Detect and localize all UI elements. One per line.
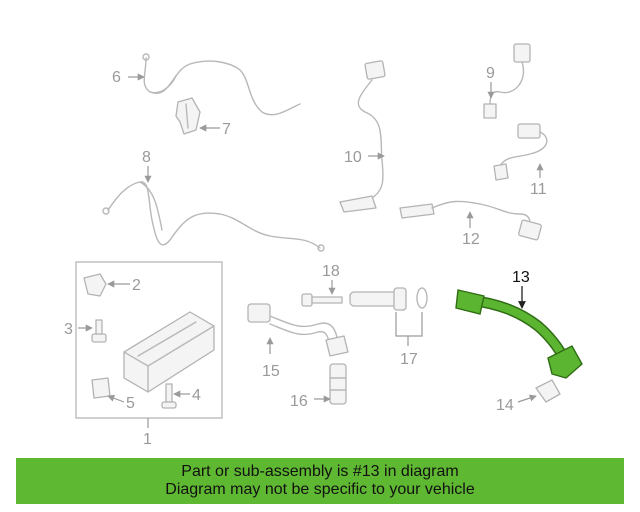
part-9-oxygen-sensor[interactable] xyxy=(483,43,531,119)
callout-15: 15 xyxy=(262,363,280,380)
callout-2: 2 xyxy=(132,277,141,294)
callout-5: 5 xyxy=(126,395,135,412)
callout-10: 10 xyxy=(344,149,362,166)
part-11-sensor[interactable] xyxy=(493,123,548,181)
callout-14: 14 xyxy=(496,397,514,414)
callout-12: 12 xyxy=(462,231,480,248)
highlight-notice-banner: Part or sub-assembly is #13 in diagram D… xyxy=(16,458,624,504)
banner-line-1: Part or sub-assembly is #13 in diagram xyxy=(181,463,459,480)
callout-6: 6 xyxy=(112,69,121,86)
part-3-bolt[interactable] xyxy=(91,319,107,343)
part-2-bracket[interactable] xyxy=(83,273,107,297)
part-6-wire-harness[interactable] xyxy=(142,53,301,116)
part-4-bolt[interactable] xyxy=(161,383,177,409)
part-12-sensor[interactable] xyxy=(399,200,542,241)
part-10-sensor[interactable] xyxy=(339,60,386,213)
callout-1: 1 xyxy=(143,431,152,448)
callout-8: 8 xyxy=(142,149,151,166)
callout-3: 3 xyxy=(64,321,73,338)
part-14-connector[interactable] xyxy=(535,379,561,403)
callout-16: 16 xyxy=(290,393,308,410)
part-5-valve[interactable] xyxy=(91,377,111,399)
callout-7: 7 xyxy=(222,121,231,138)
part-17-connector[interactable] xyxy=(349,287,428,311)
part-8-wire[interactable] xyxy=(102,181,325,252)
callout-11: 11 xyxy=(530,181,547,198)
part-13-highlighted-hose[interactable] xyxy=(455,289,583,379)
part-18-bolt[interactable] xyxy=(301,293,343,307)
callout-18: 18 xyxy=(322,263,340,280)
callout-13: 13 xyxy=(512,269,530,286)
exploded-parts-diagram: 6 7 8 10 9 11 12 xyxy=(64,43,583,448)
callout-17: 17 xyxy=(400,351,418,368)
part-15-hose[interactable] xyxy=(247,303,349,357)
banner-line-2: Diagram may not be specific to your vehi… xyxy=(165,481,475,498)
part-7-bracket[interactable] xyxy=(175,97,201,135)
vapor-canister[interactable] xyxy=(123,311,215,393)
assembly-1-box xyxy=(75,261,223,419)
callout-9: 9 xyxy=(486,65,495,82)
callout-4: 4 xyxy=(192,387,201,404)
part-16-valve[interactable] xyxy=(329,363,347,405)
